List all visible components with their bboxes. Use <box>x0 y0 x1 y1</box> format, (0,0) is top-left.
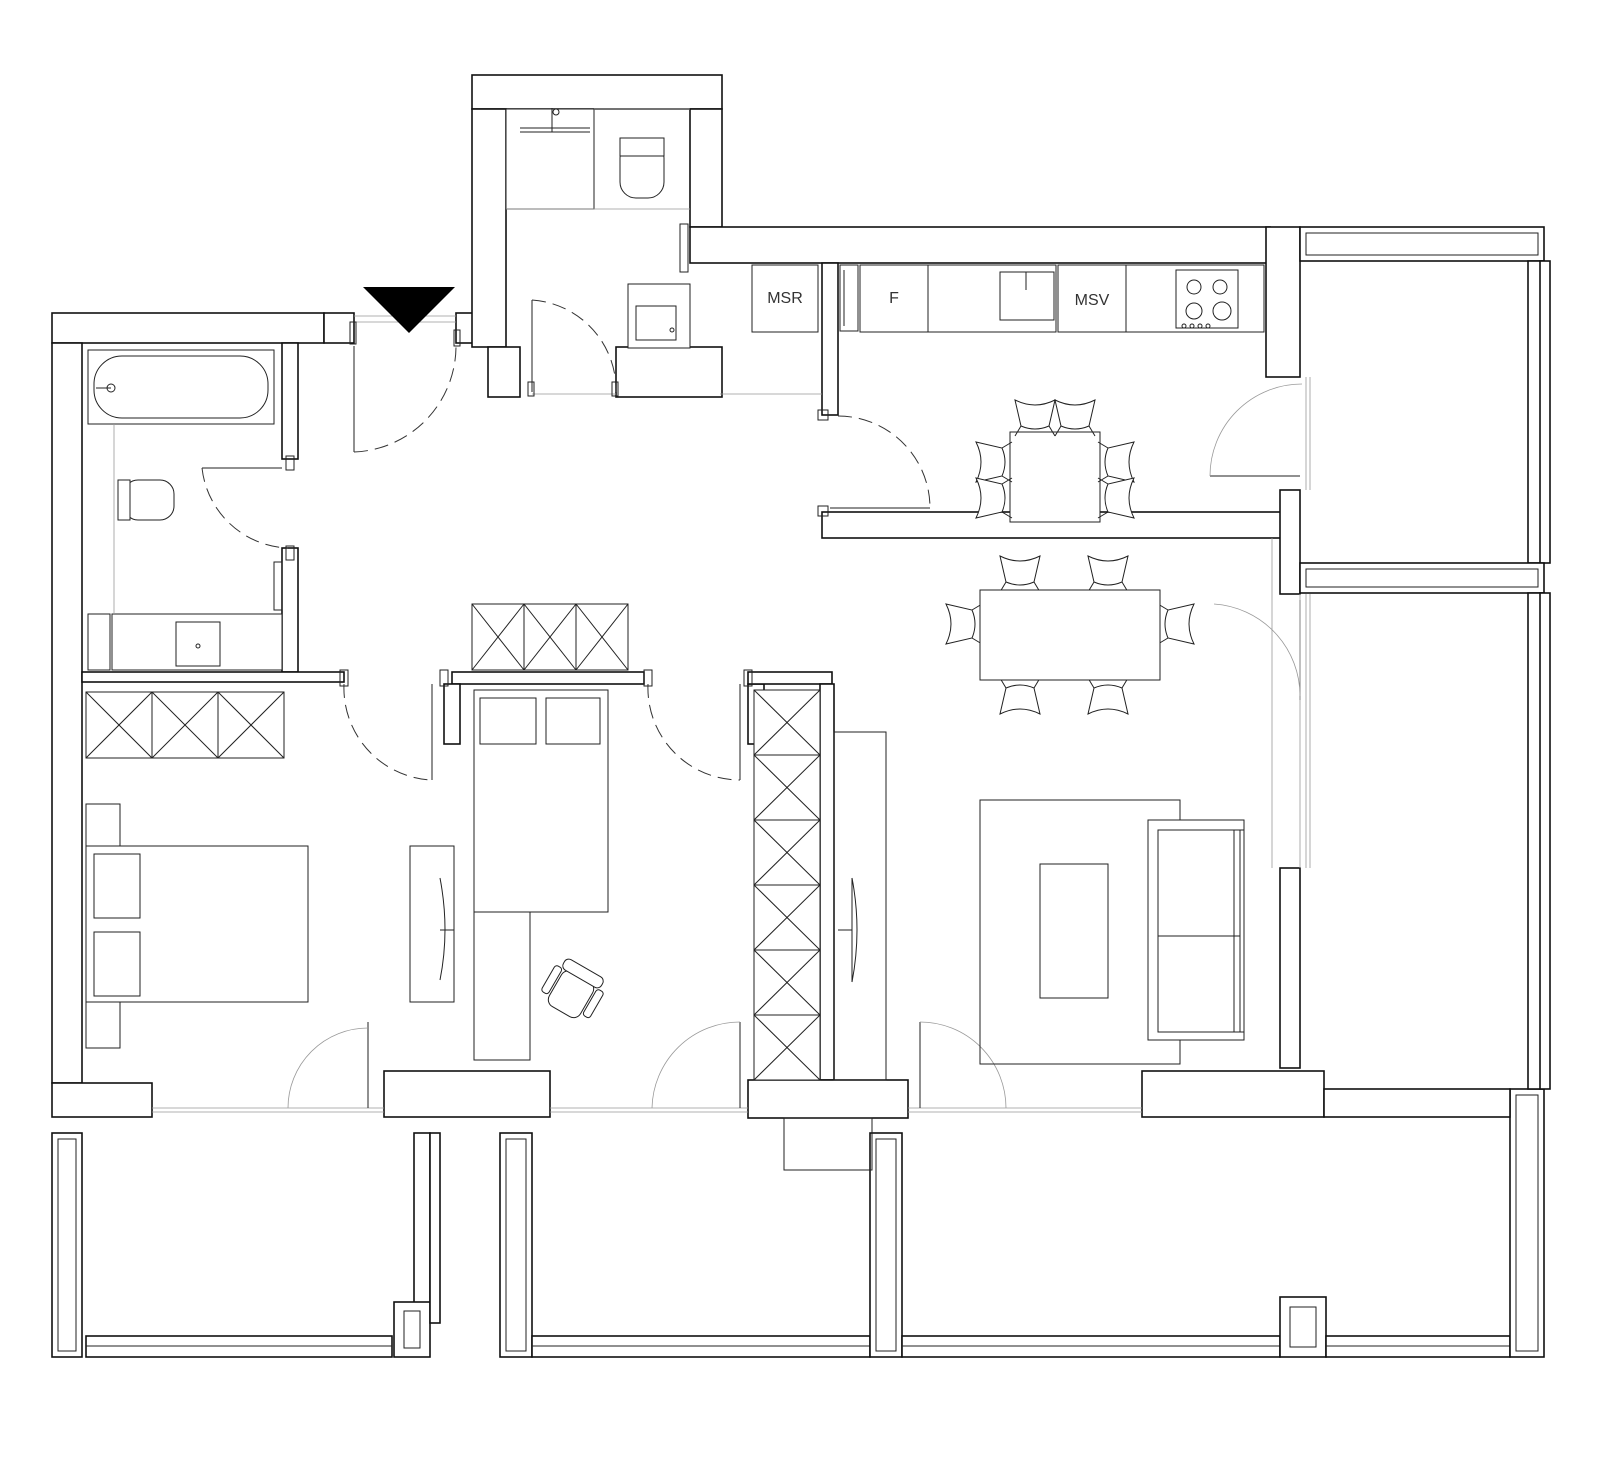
desk <box>473 911 531 1061</box>
study <box>471 603 821 1081</box>
shelf-cross <box>753 949 821 1016</box>
appliance-msr <box>751 264 819 333</box>
shelf-cross <box>753 884 821 951</box>
bathtub <box>87 349 275 425</box>
top-bathroom <box>505 108 691 349</box>
chair <box>1097 441 1135 483</box>
chair <box>1014 399 1056 437</box>
door-jambs <box>285 321 829 687</box>
chair <box>975 441 1013 483</box>
chairs <box>945 399 1195 715</box>
living-room <box>833 538 1273 1081</box>
appliance-msv-label: MSV <box>1075 292 1110 309</box>
tv-unit <box>833 731 887 1081</box>
appliance-msv <box>1057 264 1127 333</box>
walls <box>51 74 1325 1119</box>
sink-cabinet <box>927 264 1057 333</box>
shelf-cross <box>753 1014 821 1081</box>
left-bathroom <box>87 349 283 671</box>
appliance-msr-label: MSR <box>767 290 803 307</box>
kitchen-table <box>1009 431 1101 523</box>
shelf-cross <box>753 819 821 886</box>
toilet <box>123 479 175 521</box>
chair <box>975 477 1013 519</box>
office-chair <box>541 958 604 1019</box>
entrance-triangle-icon <box>363 287 455 333</box>
chair <box>999 555 1041 593</box>
chair <box>945 603 983 645</box>
chair <box>999 677 1041 715</box>
chair <box>1157 603 1195 645</box>
shelf-cross <box>753 754 821 821</box>
balconies <box>51 226 1551 1358</box>
vanity <box>111 613 283 671</box>
tv-stand <box>409 845 455 1003</box>
appliance-f <box>859 264 929 333</box>
kitchen: MSR F MSV <box>751 264 1265 523</box>
washer <box>627 283 691 349</box>
chair <box>1097 477 1135 519</box>
bedroom <box>85 691 455 1049</box>
sofa <box>1147 819 1245 1041</box>
chair <box>1087 555 1129 593</box>
chair <box>1054 399 1096 437</box>
chair <box>1087 677 1129 715</box>
windows <box>152 315 1311 1113</box>
appliance-f-label: F <box>889 290 899 307</box>
dining-table <box>979 589 1161 681</box>
shower <box>505 108 595 210</box>
shelf-cross <box>753 689 821 756</box>
coffee-table <box>1039 863 1109 999</box>
counter <box>1125 264 1265 333</box>
doors <box>201 299 1303 1109</box>
